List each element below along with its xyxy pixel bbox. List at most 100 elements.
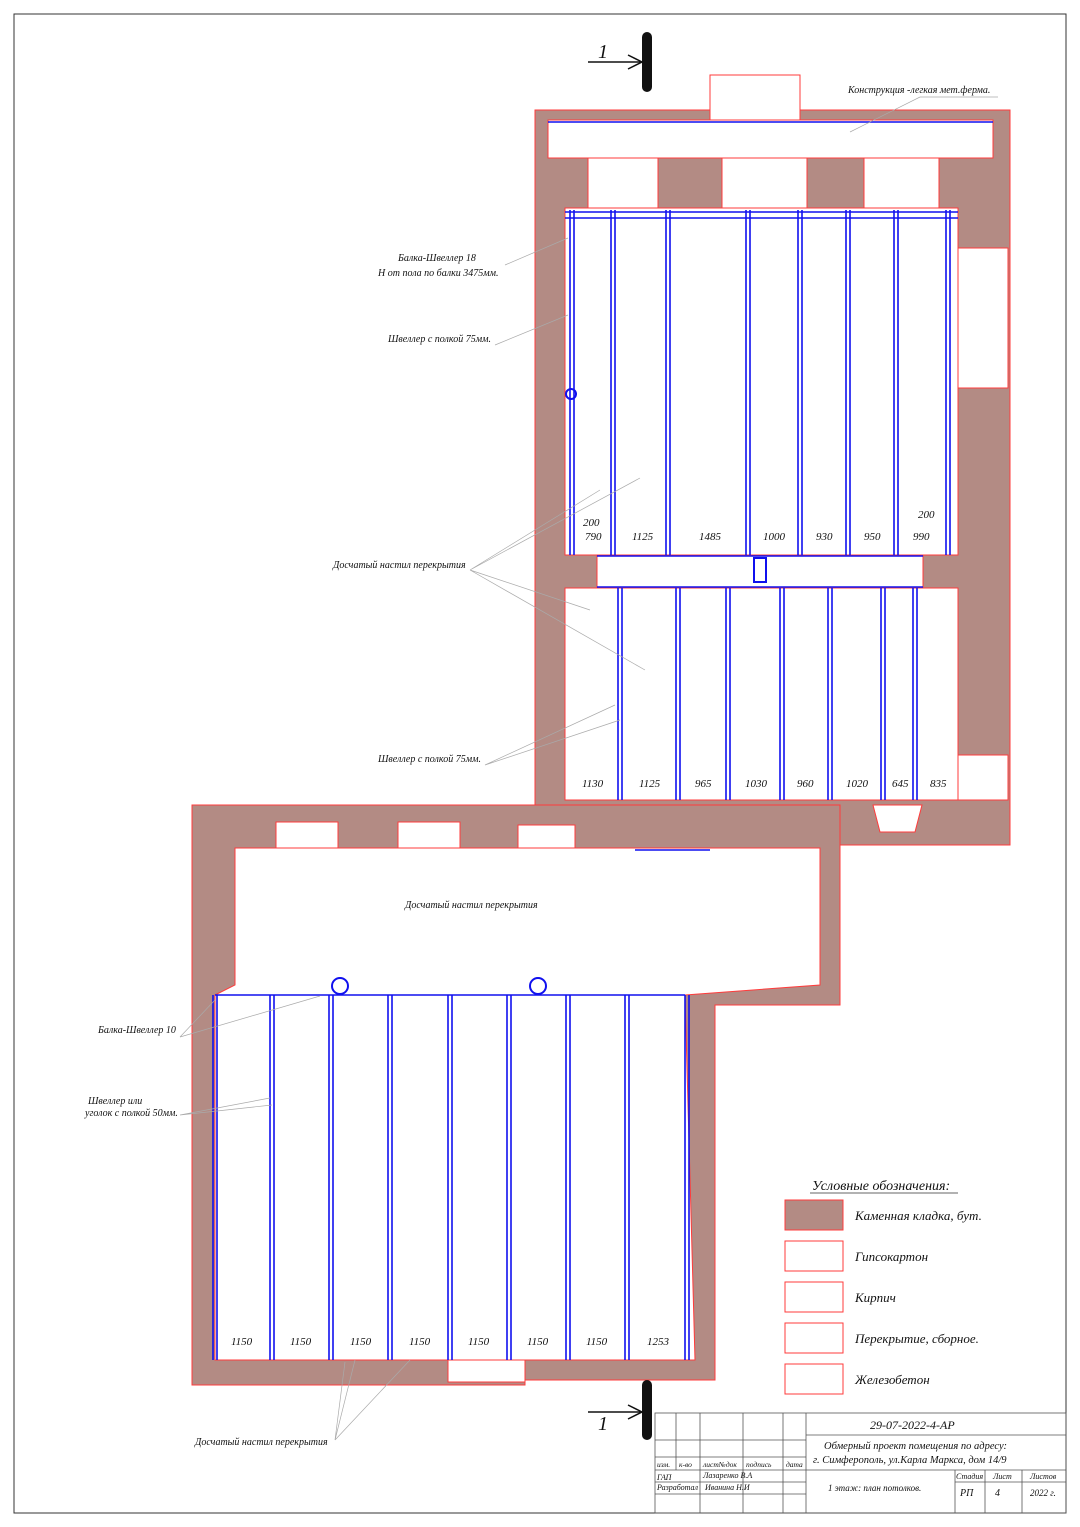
- svg-text:изм.: изм.: [657, 1460, 670, 1469]
- lower-room: [214, 994, 696, 1361]
- label-channel-75-lower: Швеллер с полкой 75мм.: [377, 754, 481, 765]
- steel-channel-beam: [893, 210, 899, 555]
- dimension-label: 1253: [647, 1336, 670, 1348]
- window-niche: [957, 247, 1009, 389]
- niche: [397, 821, 461, 849]
- label-roof-truss: Конструкция -легкая мет.ферма.: [847, 85, 990, 96]
- legend-swatch: [784, 1281, 844, 1313]
- lower-hall: [214, 847, 821, 996]
- roof-truss-strip: [547, 119, 994, 159]
- steel-channel-beam: [269, 995, 275, 1360]
- upper-wing: [534, 74, 1011, 851]
- dimension-label: 1150: [290, 1336, 312, 1348]
- legend-item: Гипсокартон: [784, 1240, 928, 1272]
- legend-swatch: [784, 1199, 844, 1231]
- svg-text:4: 4: [995, 1488, 1000, 1499]
- dim-extra: 200: [918, 509, 935, 521]
- label-deck-upper: Досчатый настил перекрытия: [332, 560, 466, 571]
- dimension-label: 790: [585, 531, 602, 543]
- svg-text:1: 1: [598, 41, 608, 63]
- niche: [872, 804, 923, 833]
- svg-text:Иванина Н.И: Иванина Н.И: [704, 1483, 751, 1492]
- steel-channel-beam: [624, 995, 630, 1360]
- steel-channel-beam: [665, 210, 671, 555]
- steel-channel-beam: [212, 995, 218, 1360]
- dimension-label: 960: [797, 778, 814, 790]
- project-line-1: Обмерный проект помещения по адресу:: [824, 1441, 1007, 1452]
- label-beam-ch18: Балка-Швеллер 18: [397, 253, 476, 264]
- label-channel-50-2: уголок с полкой 50мм.: [84, 1108, 178, 1119]
- label-deck-bottom: Досчатый настил перекрытия: [194, 1437, 328, 1448]
- steel-channel-beam: [387, 995, 393, 1360]
- dimension-label: 1020: [846, 778, 869, 790]
- legend: Условные обозначения: Каменная кладка, б…: [784, 1179, 982, 1395]
- svg-text:1: 1: [598, 1413, 608, 1435]
- legend-label: Перекрытие, сборное.: [854, 1331, 979, 1346]
- dimension-label: 1150: [350, 1336, 372, 1348]
- sheet-title: 1 этаж: план потолков.: [828, 1483, 921, 1493]
- middle-room: [564, 587, 959, 801]
- svg-text:Листов: Листов: [1029, 1472, 1057, 1481]
- steel-channel-beam: [912, 588, 918, 800]
- steel-channel-beam: [617, 588, 623, 800]
- legend-swatch: [784, 1240, 844, 1272]
- steel-channel-beam: [880, 588, 886, 800]
- svg-text:подпись: подпись: [746, 1460, 772, 1469]
- steel-channel-beam: [675, 588, 681, 800]
- door-opening: [447, 1359, 526, 1383]
- section-marker-bottom: 1: [588, 1380, 652, 1440]
- svg-text:РП: РП: [959, 1488, 974, 1499]
- vestibule: [709, 74, 801, 121]
- window-opening: [863, 157, 940, 209]
- legend-title: Условные обозначения:: [812, 1179, 950, 1194]
- legend-swatch: [784, 1322, 844, 1354]
- svg-text:ГАП: ГАП: [656, 1473, 673, 1482]
- dimension-label: 1125: [639, 778, 661, 790]
- window-opening: [587, 157, 659, 209]
- svg-text:к-во: к-во: [679, 1460, 692, 1469]
- dimension-label: 1125: [632, 531, 654, 543]
- column-icon: [753, 557, 767, 583]
- beams: [212, 121, 993, 1360]
- column-icon: [529, 977, 547, 995]
- svg-text:Лист: Лист: [992, 1472, 1012, 1481]
- legend-item: Железобетон: [784, 1363, 930, 1395]
- column-icon: [331, 977, 349, 995]
- steel-channel-beam: [684, 995, 690, 1360]
- legend-label: Кирпич: [854, 1290, 896, 1305]
- label-beam-height: Н от пола по балки 3475мм.: [377, 268, 499, 279]
- steel-channel-beam: [565, 995, 571, 1360]
- svg-text:Стадия: Стадия: [956, 1472, 983, 1481]
- dimension-label: 1150: [527, 1336, 549, 1348]
- steel-channel-beam: [827, 588, 833, 800]
- legend-label: Каменная кладка, бут.: [854, 1208, 982, 1223]
- upper-room: [564, 207, 959, 556]
- dimension-label: 1150: [409, 1336, 431, 1348]
- legend-item: Кирпич: [784, 1281, 896, 1313]
- svg-text:2022 г.: 2022 г.: [1030, 1488, 1056, 1498]
- dimension-label: 990: [913, 531, 930, 543]
- label-channel-75-upper: Швеллер с полкой 75мм.: [387, 334, 491, 345]
- svg-text:лист№док: лист№док: [702, 1460, 737, 1469]
- steel-channel-beam: [328, 995, 334, 1360]
- steel-channel-beam: [945, 210, 951, 555]
- window-opening: [721, 157, 808, 209]
- dim-extra: 200: [583, 517, 600, 529]
- dimension-label: 950: [864, 531, 881, 543]
- dimension-label: 965: [695, 778, 712, 790]
- niche: [275, 821, 339, 849]
- label-deck-middle: Досчатый настил перекрытия: [404, 900, 538, 911]
- window-niche: [957, 754, 1009, 801]
- sheet-frame: [13, 13, 1067, 1514]
- svg-text:дата: дата: [786, 1460, 803, 1469]
- dimension-label: 835: [930, 778, 947, 790]
- legend-item: Каменная кладка, бут.: [784, 1199, 982, 1231]
- legend-label: Гипсокартон: [854, 1249, 928, 1264]
- steel-channel-beam: [845, 210, 851, 555]
- label-beam-ch10: Балка-Швеллер 10: [97, 1025, 176, 1036]
- section-marker-top: 1: [588, 32, 652, 92]
- leader-lines: [179, 96, 998, 1441]
- dimension-label: 930: [816, 531, 833, 543]
